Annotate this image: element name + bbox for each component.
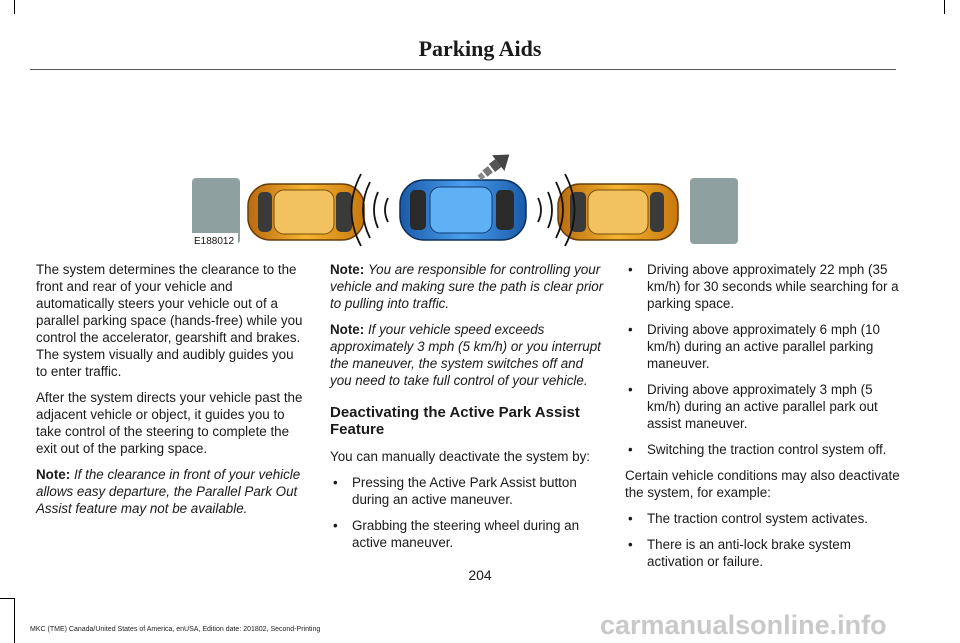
parking-illustration: E188012 <box>192 150 738 250</box>
list-item-text: Switching the traction control system of… <box>647 442 887 457</box>
list-item: • Grabbing the steering wheel during an a… <box>330 517 605 551</box>
condition-deactivation-list: •The traction control system activates. … <box>625 510 900 570</box>
bullet: • <box>333 518 338 533</box>
list-item: • Driving above approximately 3 mph (5 km… <box>625 381 900 432</box>
parking-illustration-svg: E188012 <box>192 154 738 247</box>
direction-arrow <box>477 154 510 181</box>
list-item-text: Driving above approximately 22 mph (35 k… <box>647 262 899 311</box>
clearance-note: Note: If the clearance in front of your … <box>36 466 306 517</box>
parked-car-left <box>247 183 365 241</box>
bullet: • <box>333 475 338 490</box>
bullet: • <box>628 537 633 552</box>
note-label: Note: <box>330 322 365 337</box>
list-item-text: There is an anti-lock brake system activ… <box>647 537 851 569</box>
speed-note: Note: If your vehicle speed exceeds appr… <box>330 321 605 389</box>
list-item-text: The traction control system activates. <box>647 511 869 526</box>
column-2: Note: You are responsible for controllin… <box>330 261 605 560</box>
header-rule <box>30 69 896 70</box>
speed-deactivation-list: • Driving above approximately 22 mph (35 … <box>625 261 900 458</box>
bullet: • <box>628 322 633 337</box>
bullet: • <box>628 511 633 526</box>
parked-car-right <box>557 183 679 241</box>
list-item-text: Grabbing the steering wheel during an ac… <box>352 518 580 550</box>
list-item: • Switching the traction control system o… <box>625 441 900 458</box>
guidance-paragraph: After the system directs your vehicle pa… <box>36 390 303 456</box>
manual-deactivation-list: • Pressing the Active Park Assist button … <box>330 474 605 551</box>
list-item-text: Pressing the Active Park Assist button d… <box>352 475 577 507</box>
bullet: • <box>628 382 633 397</box>
watermark: carmanualsonline.info <box>600 610 887 640</box>
sensor-waves-left <box>350 173 389 247</box>
section-heading: Deactivating the Active Park Assist Feat… <box>330 404 580 438</box>
curb-right <box>690 178 738 244</box>
list-item-text: Driving above approximately 3 mph (5 km/… <box>647 382 878 431</box>
sensor-waves-right <box>537 173 576 247</box>
footer-edition-info: MKC (TME) Canada/United States of Americ… <box>30 626 321 633</box>
bullet: • <box>628 262 633 277</box>
column-3: • Driving above approximately 22 mph (35 … <box>625 261 900 579</box>
crop-mark-top-right <box>944 0 945 14</box>
intro-paragraph: The system determines the clearance to t… <box>36 262 303 379</box>
note-text: If the clearance in front of your vehicl… <box>36 467 301 516</box>
note-label: Note: <box>330 262 365 277</box>
crop-mark-bottom-left-v <box>14 598 15 643</box>
bullet: • <box>628 442 633 457</box>
illustration-code: E188012 <box>194 236 234 247</box>
list-item: • The traction control system activates. <box>625 510 900 527</box>
crop-mark-top-left <box>14 0 15 14</box>
responsibility-note: Note: You are responsible for controllin… <box>330 261 605 312</box>
curb-left <box>192 178 240 244</box>
active-car-blue <box>399 179 527 241</box>
list-item: • There is an anti-lock brake system acti… <box>625 536 900 570</box>
page-number: 204 <box>468 567 492 583</box>
column-1: The system determines the clearance to t… <box>36 261 306 526</box>
list-item: • Driving above approximately 22 mph (35 … <box>625 261 900 312</box>
list-item: • Driving above approximately 6 mph (10 k… <box>625 321 900 372</box>
note-text: If your vehicle speed exceeds approximat… <box>330 322 601 388</box>
list-item: • Pressing the Active Park Assist button … <box>330 474 605 508</box>
list-item-text: Driving above approximately 6 mph (10 km… <box>647 322 880 371</box>
note-text: You are responsible for controlling your… <box>330 262 604 311</box>
page-title: Parking Aids <box>418 36 542 61</box>
note-label: Note: <box>36 467 71 482</box>
deactivate-intro: You can manually deactivate the system b… <box>330 449 591 464</box>
crop-mark-bottom-left-h <box>0 598 14 599</box>
conditions-intro: Certain vehicle conditions may also deac… <box>625 468 900 500</box>
